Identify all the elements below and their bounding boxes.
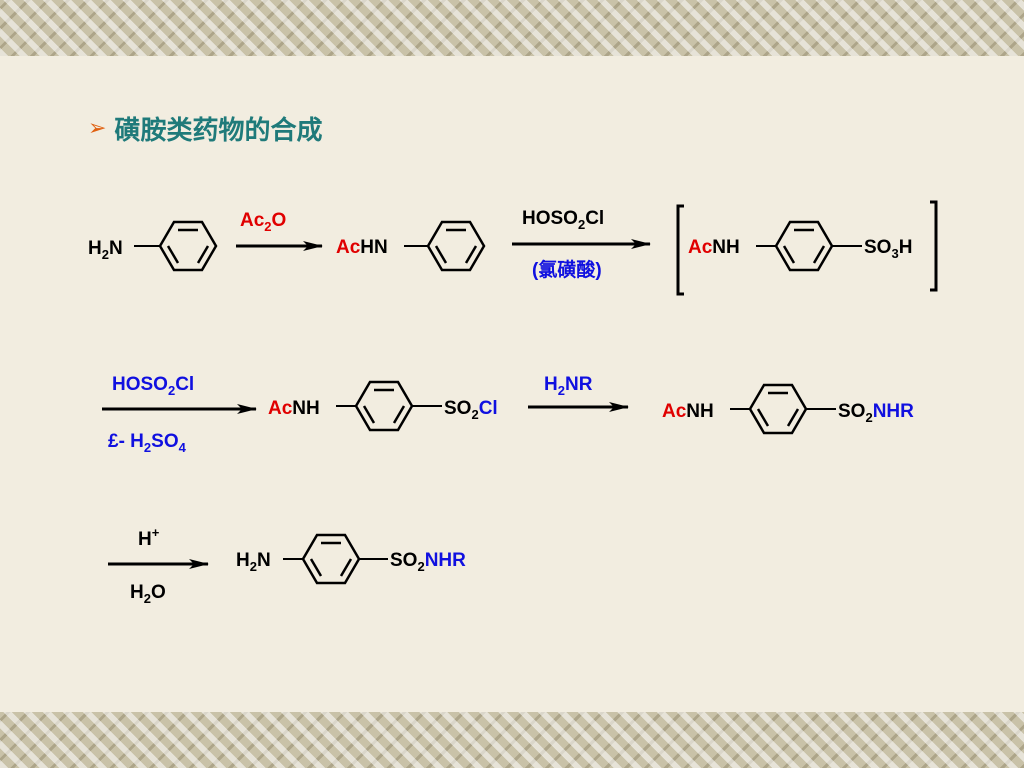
reaction-arrow-1: Ac2O xyxy=(236,210,323,251)
svg-text:AcNH: AcNH xyxy=(268,398,320,419)
benzene-ring xyxy=(354,380,414,432)
benzene-ring xyxy=(426,220,486,272)
svg-text:Ac2O: Ac2O xyxy=(240,210,286,234)
benzene-ring xyxy=(748,383,808,435)
svg-text:H+: H+ xyxy=(138,525,160,550)
sulfonamide-drug: H2N SO2NHR xyxy=(236,533,466,585)
benzene-ring xyxy=(301,533,361,585)
arrow-bullet-icon: ➢ xyxy=(88,115,107,140)
svg-text:HOSO2Cl: HOSO2Cl xyxy=(112,374,194,398)
svg-text:SO2NHR: SO2NHR xyxy=(390,550,466,574)
svg-text:£- H2SO4: £- H2SO4 xyxy=(108,431,187,455)
svg-text:AcHN: AcHN xyxy=(336,237,388,258)
decorative-border-bottom xyxy=(0,712,1024,768)
decorative-border-top xyxy=(0,0,1024,56)
svg-text:AcNH: AcNH xyxy=(688,237,740,258)
benzene-ring xyxy=(774,220,834,272)
slide-title: ➢ 磺胺类药物的合成 xyxy=(88,110,322,146)
reaction-arrow-2: HOSO2Cl (氯磺酸) xyxy=(512,208,651,281)
svg-text:H2N: H2N xyxy=(236,550,271,574)
svg-text:AcNH: AcNH xyxy=(662,401,714,422)
svg-text:H2N: H2N xyxy=(88,238,123,262)
aniline: H2N xyxy=(88,220,218,272)
slide-title-text: 磺胺类药物的合成 xyxy=(114,115,323,146)
reaction-arrow-5: H+ H2O xyxy=(108,525,209,606)
svg-text:H2O: H2O xyxy=(130,582,166,606)
svg-text:SO3H: SO3H xyxy=(864,237,912,261)
benzene-ring xyxy=(158,220,218,272)
svg-text:(氯磺酸): (氯磺酸) xyxy=(532,258,602,281)
svg-text:SO2NHR: SO2NHR xyxy=(838,401,914,425)
reaction-arrow-3: HOSO2Cl £- H2SO4 xyxy=(102,374,257,455)
svg-text:SO2Cl: SO2Cl xyxy=(444,398,498,422)
sulfonic-acid-intermediate: AcNH SO3H xyxy=(676,200,938,296)
reaction-arrow-4: H2NR xyxy=(528,374,629,412)
svg-text:HOSO2Cl: HOSO2Cl xyxy=(522,208,604,232)
sulfonamide-acetyl: AcNH SO2NHR xyxy=(662,383,914,435)
svg-text:H2NR: H2NR xyxy=(544,374,593,398)
acetanilide: AcHN xyxy=(336,220,486,272)
sulfonyl-chloride: AcNH SO2Cl xyxy=(268,380,498,432)
